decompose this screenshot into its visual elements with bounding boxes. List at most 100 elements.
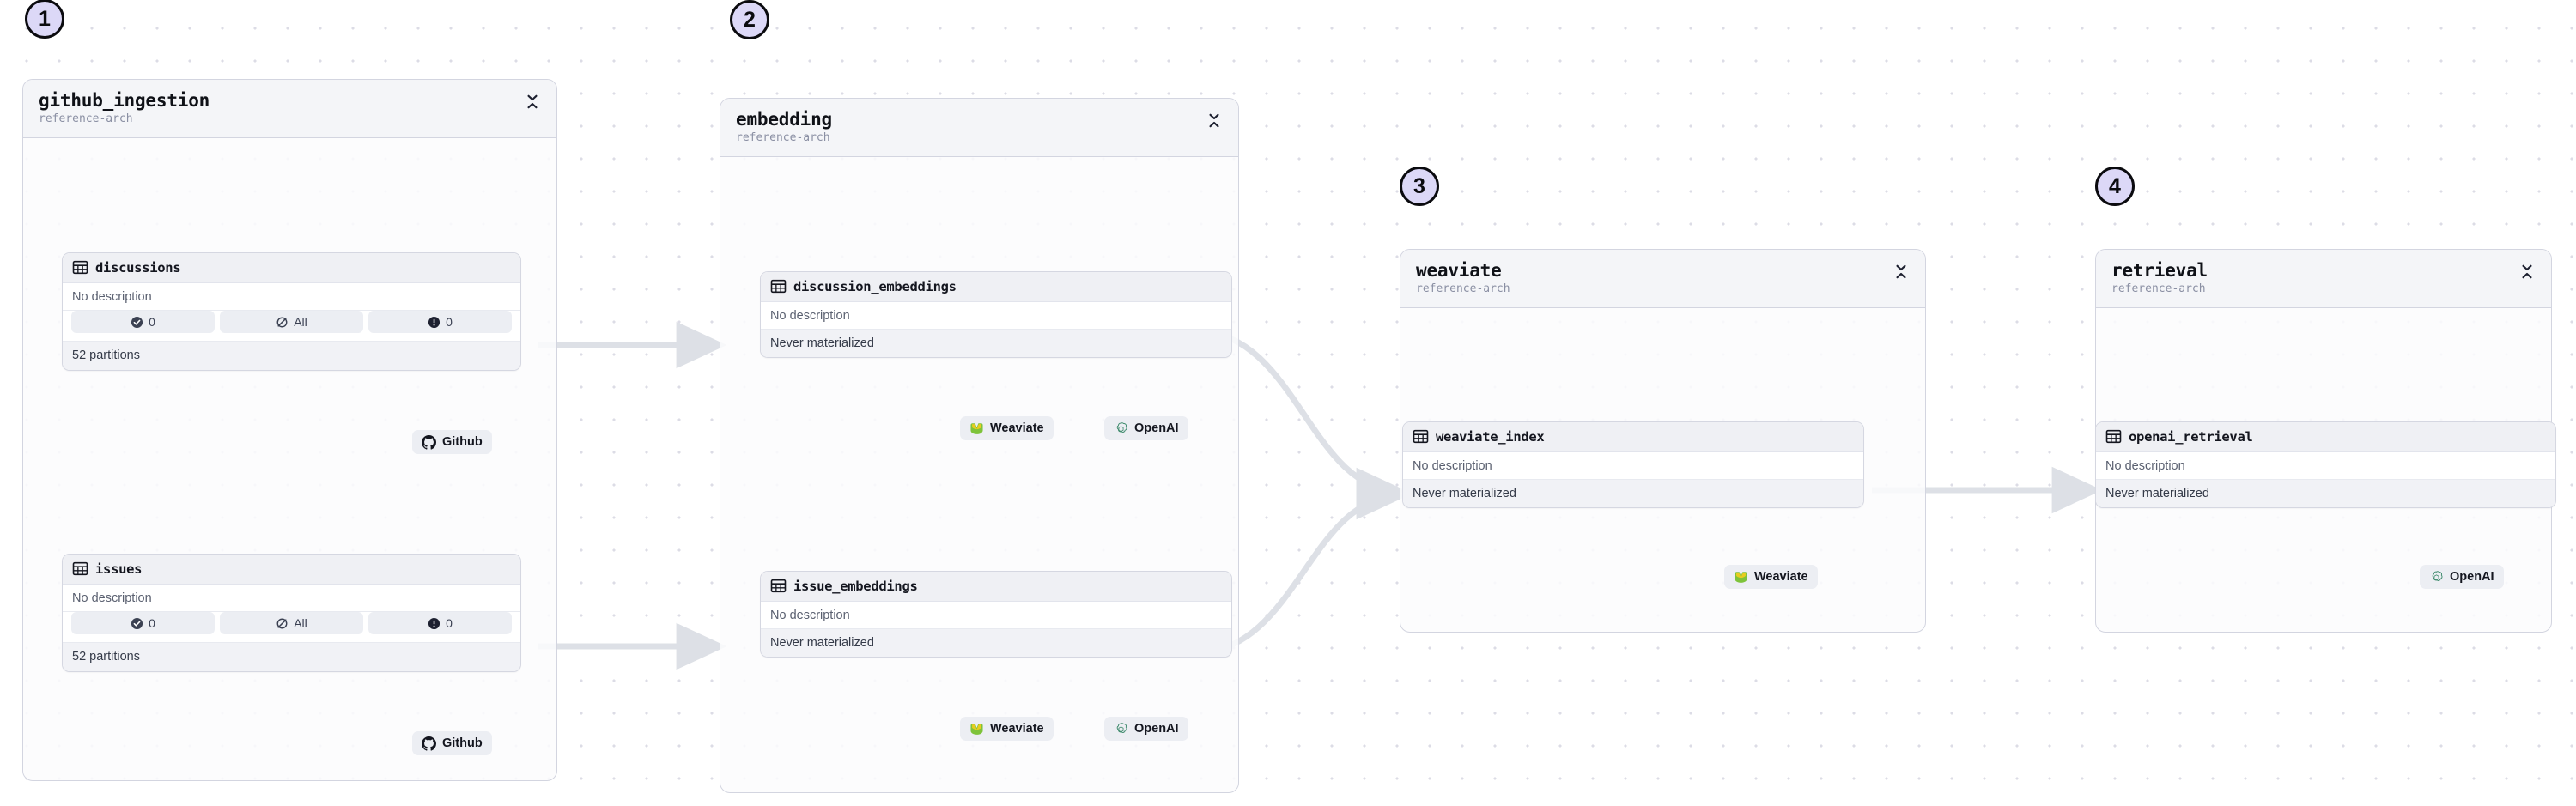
asset-name: openai_retrieval (2129, 428, 2253, 445)
group-body-github-ingestion (23, 138, 556, 780)
tag-weaviate-discussion-embeddings[interactable]: Weaviate (960, 416, 1054, 440)
asset-name: issue_embeddings (793, 578, 918, 594)
tag-weaviate-issue-embeddings[interactable]: Weaviate (960, 717, 1054, 741)
github-icon (422, 736, 436, 751)
asset-header: issues (63, 555, 520, 585)
asset-name: weaviate_index (1436, 428, 1545, 445)
asset-description: No description (2096, 452, 2555, 480)
chip-label: All (294, 315, 307, 329)
chip-missing-count[interactable]: All (220, 311, 363, 333)
asset-node-issue-embeddings[interactable]: issue_embeddings No description Never ma… (760, 571, 1232, 658)
chip-label: 0 (149, 616, 155, 630)
chevron-collapse-icon[interactable] (2518, 261, 2536, 279)
group-title: github_ingestion (39, 90, 210, 111)
table-icon (2105, 429, 2122, 444)
asset-partitions: 52 partitions (63, 341, 520, 370)
weaviate-icon (970, 422, 983, 434)
asset-header: discussion_embeddings (761, 272, 1231, 302)
table-icon (770, 279, 787, 294)
tag-github-issues[interactable]: Github (412, 731, 492, 755)
asset-chip-row: 0 All 0 (63, 311, 520, 341)
tag-label: OpenAI (1134, 421, 1179, 435)
asset-partitions: 52 partitions (63, 642, 520, 671)
alert-circle-icon (428, 316, 440, 328)
openai-icon (2432, 570, 2443, 581)
table-icon (1413, 429, 1429, 444)
group-title: weaviate (1416, 260, 1502, 281)
group-header-weaviate[interactable]: weaviate reference-arch (1400, 250, 1925, 309)
group-subtitle: reference-arch (39, 112, 133, 125)
asset-node-issues[interactable]: issues No description 0 All 0 52 p (62, 554, 521, 672)
table-icon (770, 579, 787, 593)
group-subtitle: reference-arch (1416, 282, 1510, 295)
group-subtitle: reference-arch (736, 130, 830, 144)
tag-label: Weaviate (990, 421, 1044, 435)
chip-label: All (294, 616, 307, 630)
asset-header: weaviate_index (1403, 422, 1863, 452)
chip-label: 0 (446, 616, 453, 630)
asset-chip-row: 0 All 0 (63, 612, 520, 642)
chip-label: 0 (149, 315, 155, 329)
alert-circle-icon (428, 617, 440, 629)
check-circle-icon (131, 316, 143, 328)
check-circle-icon (131, 617, 143, 629)
chip-failed-count[interactable]: 0 (368, 311, 512, 333)
tag-label: Weaviate (1754, 570, 1808, 584)
openai-icon (1116, 722, 1127, 733)
asset-name: issues (95, 561, 143, 577)
chevron-collapse-icon[interactable] (524, 91, 541, 109)
group-header-retrieval[interactable]: retrieval reference-arch (2096, 250, 2551, 309)
asset-header: discussions (63, 253, 520, 283)
asset-materialization-status: Never materialized (2096, 480, 2555, 507)
asset-description: No description (761, 602, 1231, 629)
step-badge-4: 4 (2095, 167, 2135, 206)
table-icon (72, 260, 88, 275)
chevron-collapse-icon[interactable] (1206, 110, 1223, 128)
asset-materialization-status: Never materialized (1403, 480, 1863, 507)
chevron-collapse-icon[interactable] (1893, 261, 1910, 279)
asset-node-openai-retrieval[interactable]: openai_retrieval No description Never ma… (2095, 421, 2556, 508)
asset-description: No description (63, 585, 520, 612)
step-badge-3: 3 (1400, 167, 1439, 206)
asset-node-discussion-embeddings[interactable]: discussion_embeddings No description Nev… (760, 271, 1232, 358)
tag-github-discussions[interactable]: Github (412, 430, 492, 454)
tag-label: Github (442, 736, 483, 750)
tag-weaviate-index[interactable]: Weaviate (1724, 565, 1818, 589)
chip-missing-count[interactable]: All (220, 612, 363, 634)
asset-description: No description (1403, 452, 1863, 480)
asset-node-weaviate-index[interactable]: weaviate_index No description Never mate… (1402, 421, 1864, 508)
group-embedding[interactable]: embedding reference-arch (720, 98, 1239, 793)
asset-name: discussions (95, 259, 181, 276)
group-header-github-ingestion[interactable]: github_ingestion reference-arch (23, 80, 556, 139)
asset-description: No description (761, 302, 1231, 330)
chip-failed-count[interactable]: 0 (368, 612, 512, 634)
asset-node-discussions[interactable]: discussions No description 0 All 0 (62, 252, 521, 371)
group-header-embedding[interactable]: embedding reference-arch (720, 99, 1238, 158)
group-title: embedding (736, 109, 832, 130)
chip-label: 0 (446, 315, 453, 329)
github-icon (422, 434, 436, 450)
chip-materialized-count[interactable]: 0 (71, 311, 215, 333)
tag-label: OpenAI (2450, 570, 2494, 584)
tag-label: OpenAI (1134, 722, 1179, 736)
group-body-embedding (720, 157, 1238, 792)
table-icon (72, 561, 88, 576)
group-title: retrieval (2111, 260, 2208, 281)
tag-label: Weaviate (990, 722, 1044, 736)
asset-header: issue_embeddings (761, 572, 1231, 602)
weaviate-icon (970, 723, 983, 735)
tag-label: Github (442, 435, 483, 449)
asset-materialization-status: Never materialized (761, 629, 1231, 657)
eye-off-icon (276, 618, 288, 628)
step-badge-2: 2 (730, 0, 769, 39)
asset-name: discussion_embeddings (793, 278, 957, 294)
openai-icon (1116, 421, 1127, 433)
tag-openai-issue-embeddings[interactable]: OpenAI (1104, 717, 1188, 741)
asset-materialization-status: Never materialized (761, 330, 1231, 357)
weaviate-icon (1735, 571, 1747, 583)
asset-description: No description (63, 283, 520, 311)
tag-openai-retrieval[interactable]: OpenAI (2420, 565, 2504, 589)
tag-openai-discussion-embeddings[interactable]: OpenAI (1104, 416, 1188, 440)
asset-header: openai_retrieval (2096, 422, 2555, 452)
chip-materialized-count[interactable]: 0 (71, 612, 215, 634)
